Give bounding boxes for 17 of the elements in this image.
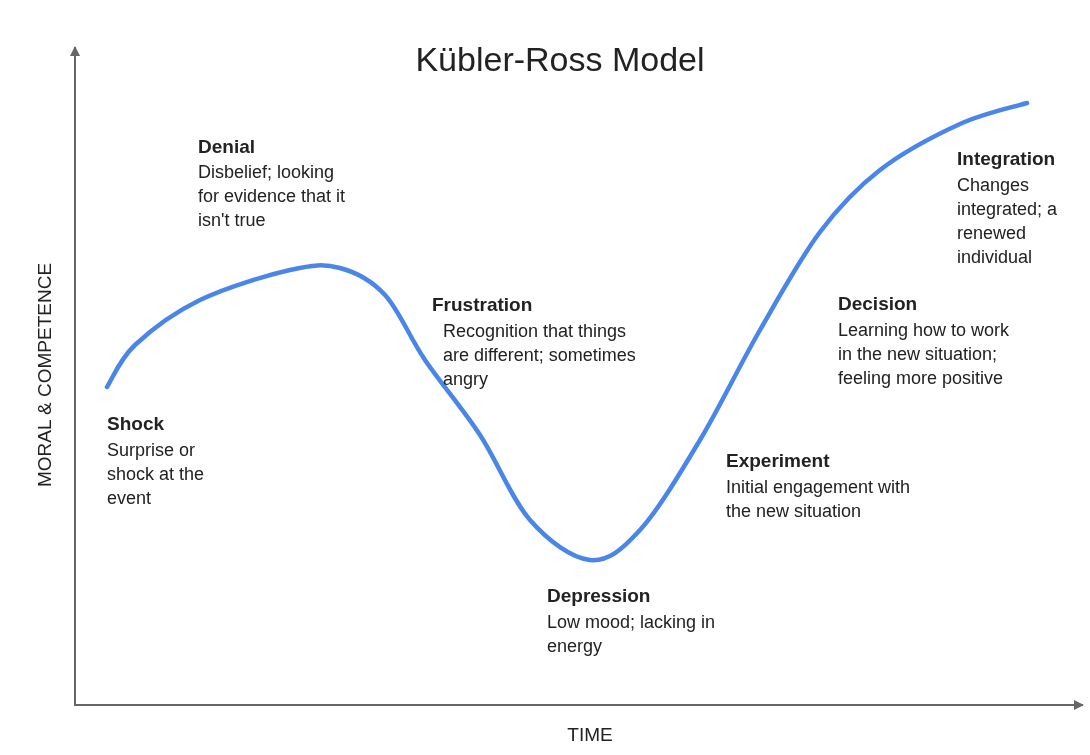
stage-description: Changes integrated; a renewed individual [957,174,1059,269]
stage-heading: Frustration [432,293,534,317]
stage-description: Low mood; lacking in energy [547,611,717,658]
axis-label: MORAL & COMPETENCE [33,262,56,488]
stage-heading: Experiment [726,449,831,473]
axis-label: TIME [567,723,613,747]
stage-heading: Shock [107,412,166,436]
stage-heading: Integration [957,147,1057,171]
stage-heading: Denial [198,135,257,159]
stage-description: Recognition that things are different; sometimes angry [443,320,637,391]
stage-description: Learning how to work in the new situation; feeling more positive [838,319,1011,390]
stage-description: Initial engagement with the new situation [726,476,912,523]
stage-heading: Depression [547,584,652,608]
stage-heading: Decision [838,292,919,316]
title: Kübler-Ross Model [414,39,706,80]
stage-description: Surprise or shock at the event [107,439,206,510]
stage-description: Disbelief; looking for evidence that it isn't true [198,161,347,232]
